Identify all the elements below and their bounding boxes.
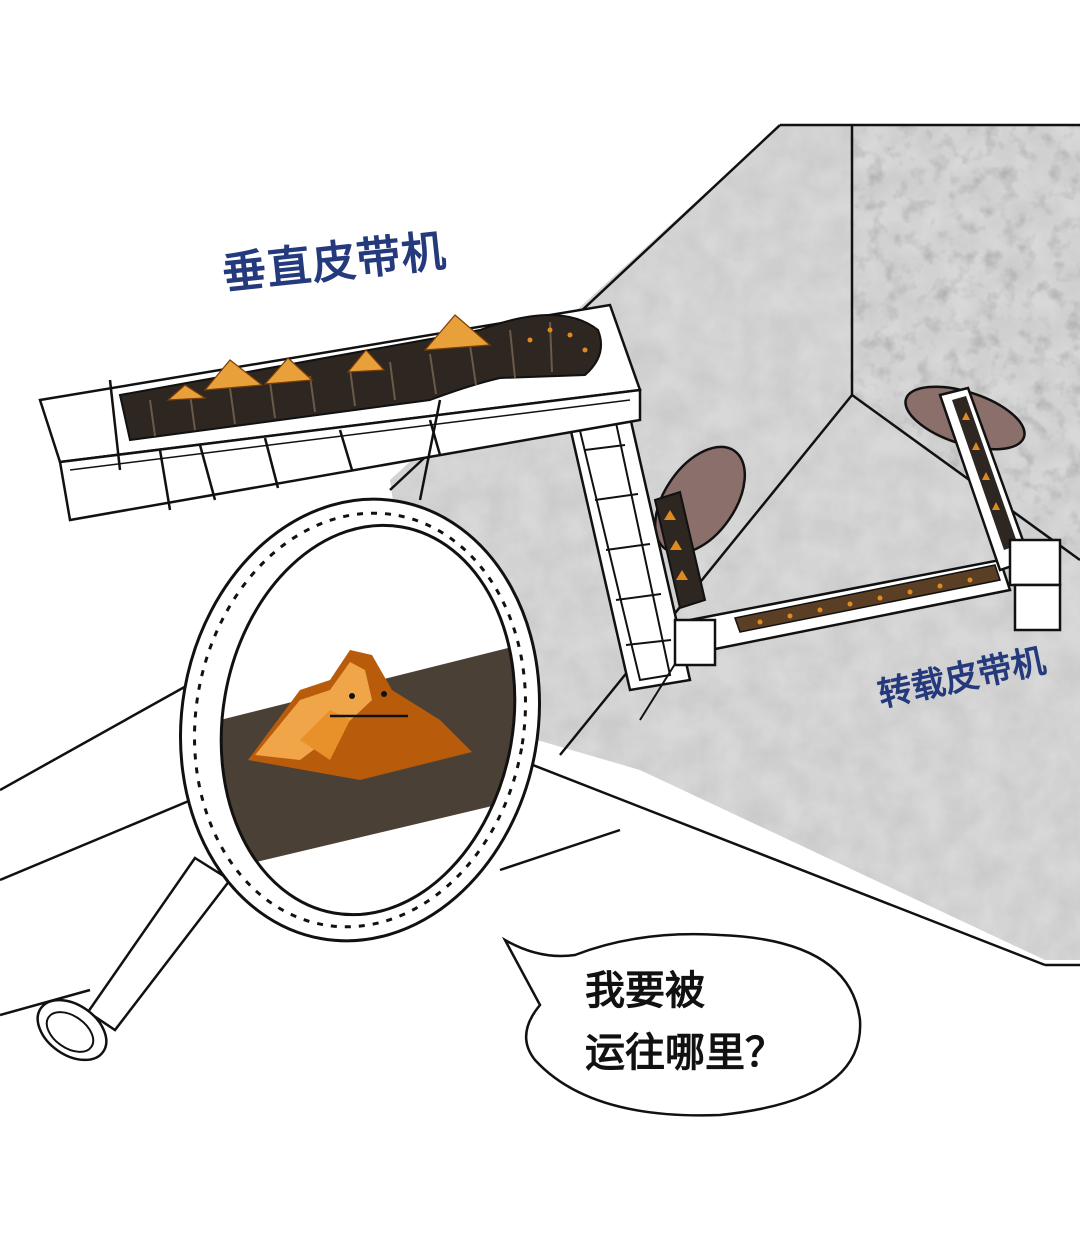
speech-line-2: 运往哪里？ xyxy=(585,1030,785,1076)
speech-line-1: 我要被 xyxy=(585,968,705,1014)
magnifying-glass xyxy=(36,497,545,1062)
room-lines xyxy=(0,123,1080,1017)
vertical-conveyor xyxy=(38,303,642,522)
speech-bubble xyxy=(501,932,862,1117)
transfer-conveyor xyxy=(563,386,1062,721)
speech-text: 我要被 运往哪里？ xyxy=(585,960,825,1084)
